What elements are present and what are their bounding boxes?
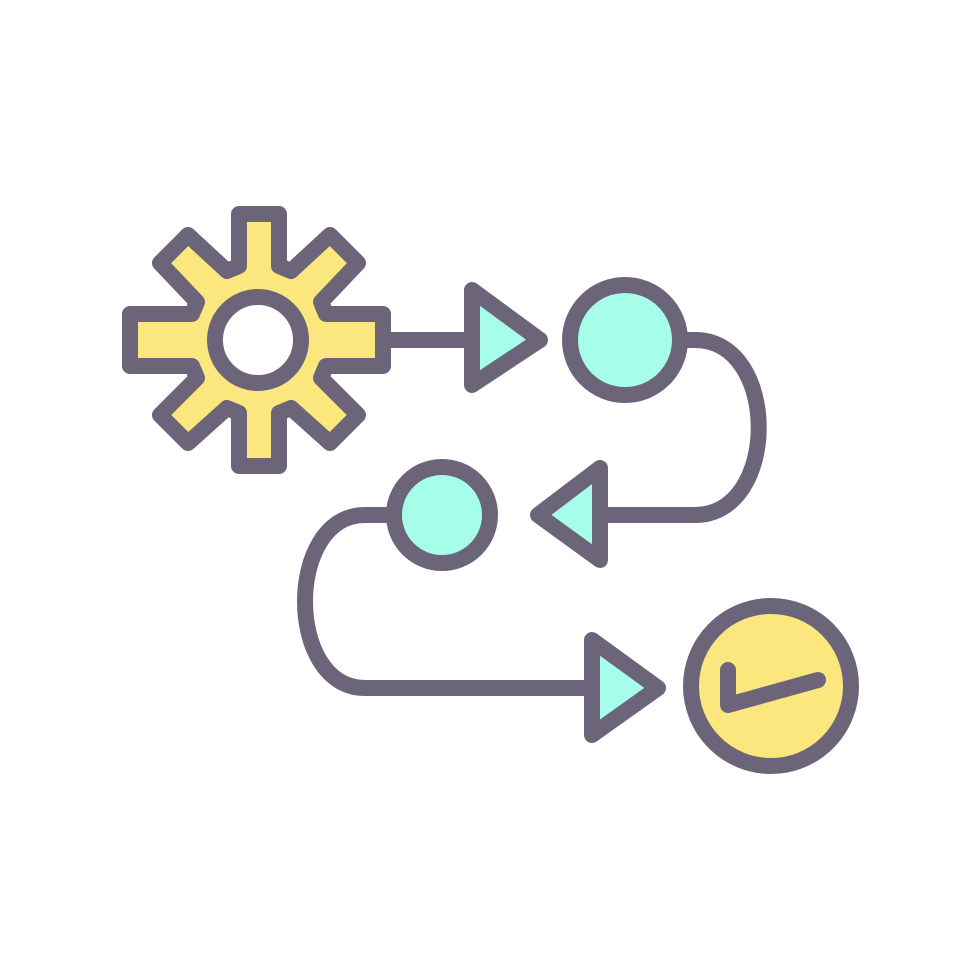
checkmark-icon [720, 662, 826, 713]
connector-node2-to-check [297, 507, 603, 696]
process-node-2 [386, 459, 498, 571]
arrow-right-icon-1 [464, 282, 548, 393]
gear-icon [122, 206, 391, 474]
process-node-1 [562, 277, 688, 403]
arrow-left-icon [530, 460, 608, 568]
connector-node1-to-node2 [597, 332, 767, 523]
checkmark-circle-icon [683, 598, 859, 774]
gear-hole [207, 289, 309, 391]
arrow-right-icon-2 [584, 632, 666, 743]
